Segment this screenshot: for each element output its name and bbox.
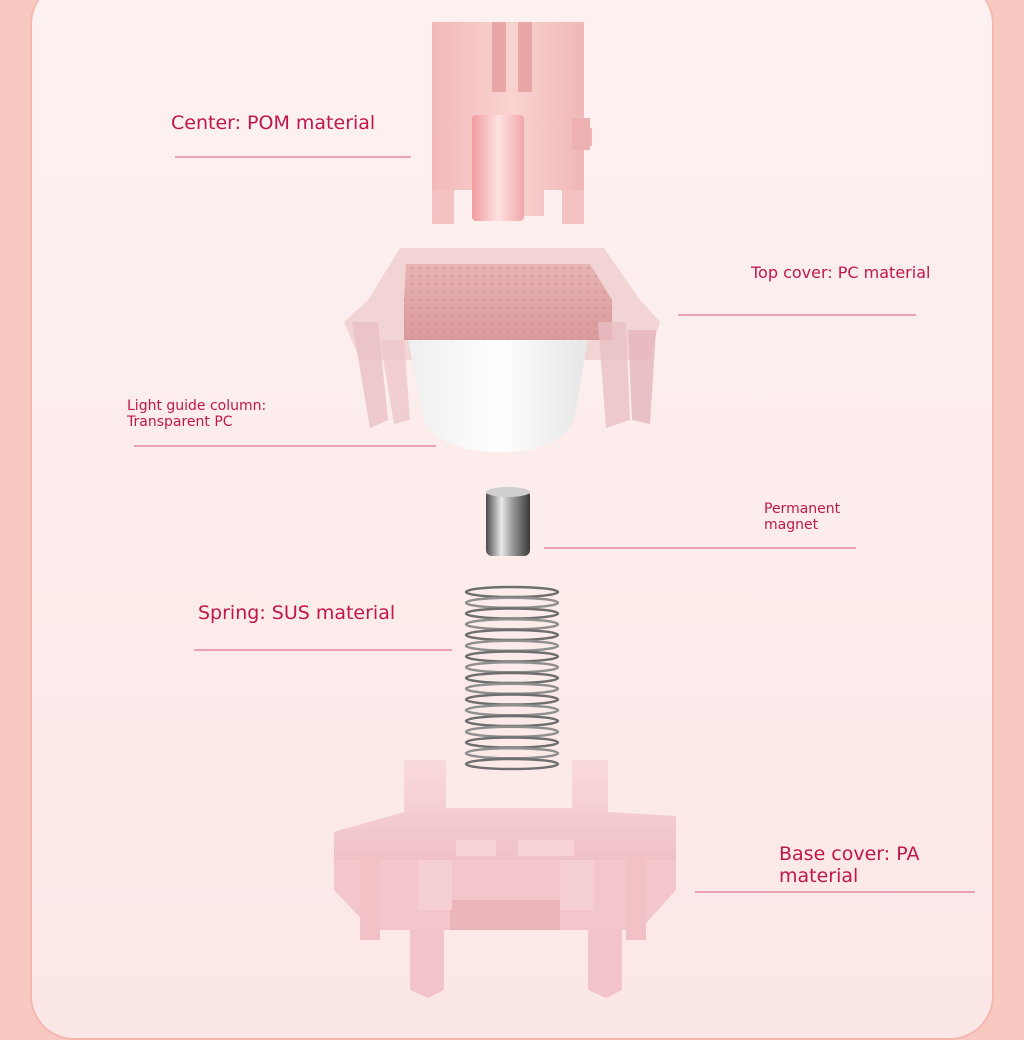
rule-magnet [544, 547, 856, 549]
spring-coil [464, 682, 560, 695]
rule-light-guide [134, 445, 436, 447]
label-base-cover: Base cover: PA material [779, 843, 920, 887]
base-cover-part [334, 760, 676, 998]
spring-coil [464, 650, 560, 663]
spring-coil [464, 628, 560, 642]
spring-coil [464, 693, 560, 706]
spring-coil [464, 661, 560, 674]
spring-coil [464, 639, 560, 652]
spring-coil [464, 757, 560, 771]
spring-coil [464, 714, 560, 728]
spring-coil [464, 607, 560, 620]
top-cover-part [344, 248, 660, 428]
rule-spring [194, 649, 452, 651]
magnet-part [486, 487, 530, 556]
label-magnet: Permanent magnet [764, 501, 841, 534]
rule-top-cover [678, 314, 916, 316]
spring-coil [464, 725, 560, 738]
rule-base-cover [695, 891, 975, 893]
spring-coil [464, 618, 560, 631]
label-top-cover: Top cover: PC material [751, 263, 931, 282]
spring-coil [464, 736, 560, 749]
light-guide-part [408, 340, 588, 452]
spring-part [464, 585, 560, 771]
label-center: Center: POM material [171, 112, 376, 134]
spring-coil [464, 704, 560, 717]
label-spring: Spring: SUS material [198, 602, 396, 624]
spring-coil [464, 585, 560, 599]
stem-part [432, 22, 592, 224]
spring-coil [464, 596, 560, 609]
spring-coil [464, 747, 560, 760]
rule-center [175, 156, 411, 158]
label-light-guide: Light guide column: Transparent PC [127, 398, 267, 431]
spring-coil [464, 671, 560, 685]
